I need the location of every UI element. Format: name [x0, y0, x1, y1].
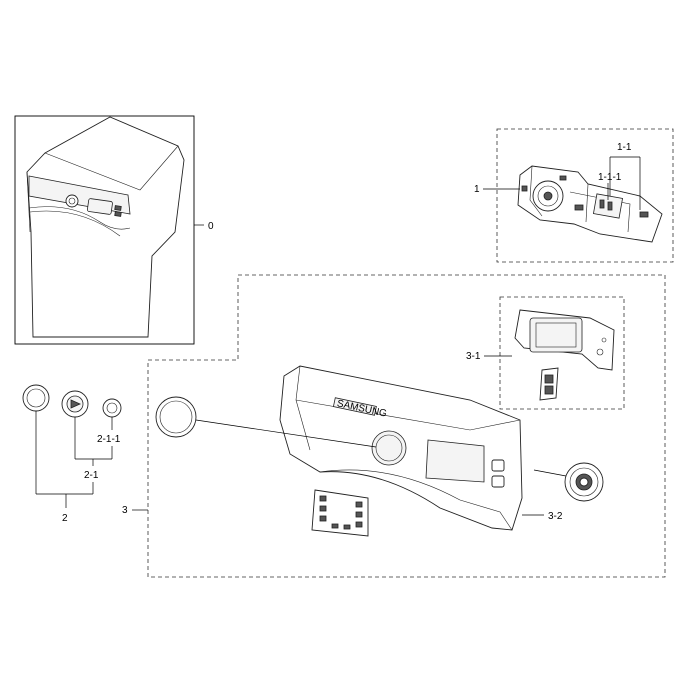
callout-3-2-label: 3-2 [548, 511, 563, 522]
part-3-2-encoder [533, 462, 604, 502]
panel-button-lower [491, 475, 505, 488]
washer-dial [65, 194, 79, 208]
group-2-knob-parts [22, 384, 122, 418]
dial-ring [155, 396, 377, 448]
display-screen [529, 317, 583, 353]
callout-1-1-1: 1-1-1 [598, 172, 622, 200]
callout-2-1: 2-1 [74, 417, 113, 481]
callout-3-1: 3-1 [466, 351, 512, 362]
callout-0-label: 0 [208, 221, 214, 232]
callout-1-1-label: 1-1 [617, 142, 632, 153]
panel-dial-opening [371, 430, 407, 466]
group-1-pcb-assembly [496, 128, 674, 263]
callout-1-label: 1 [474, 184, 480, 195]
display-connector [539, 367, 559, 401]
panel-brand-badge [332, 397, 377, 416]
panel-button-upper [491, 459, 505, 472]
washer-cabinet [26, 116, 185, 338]
callout-0: 0 [194, 221, 214, 232]
callout-3: 3 [122, 505, 148, 516]
panel-display-window [425, 439, 485, 483]
group-0-washer [14, 115, 195, 345]
knob-insert [102, 398, 122, 418]
group-3-1-frame [499, 296, 625, 410]
callout-2-label: 2 [62, 513, 68, 524]
control-panel-main: SAMSUNG [279, 365, 523, 531]
washer-display [87, 198, 113, 215]
callout-2: 2 [35, 411, 94, 524]
callout-1-1: 1-1 [609, 142, 641, 210]
callout-2-1-1: 2-1-1 [97, 417, 121, 445]
group-3-1-display-pcb [499, 296, 625, 410]
callout-1: 1 [474, 184, 520, 195]
callout-1-1-1-label: 1-1-1 [598, 172, 622, 183]
callout-3-label: 3 [122, 505, 128, 516]
callout-3-2: 3-2 [522, 511, 563, 522]
touch-button-pad [311, 489, 369, 537]
group-1-frame [496, 128, 674, 263]
callout-2-1-1-label: 2-1-1 [97, 434, 121, 445]
group-3-frame [147, 274, 666, 578]
group-0-frame [14, 115, 195, 345]
callout-3-1-label: 3-1 [466, 351, 481, 362]
callout-2-1-label: 2-1 [84, 470, 99, 481]
